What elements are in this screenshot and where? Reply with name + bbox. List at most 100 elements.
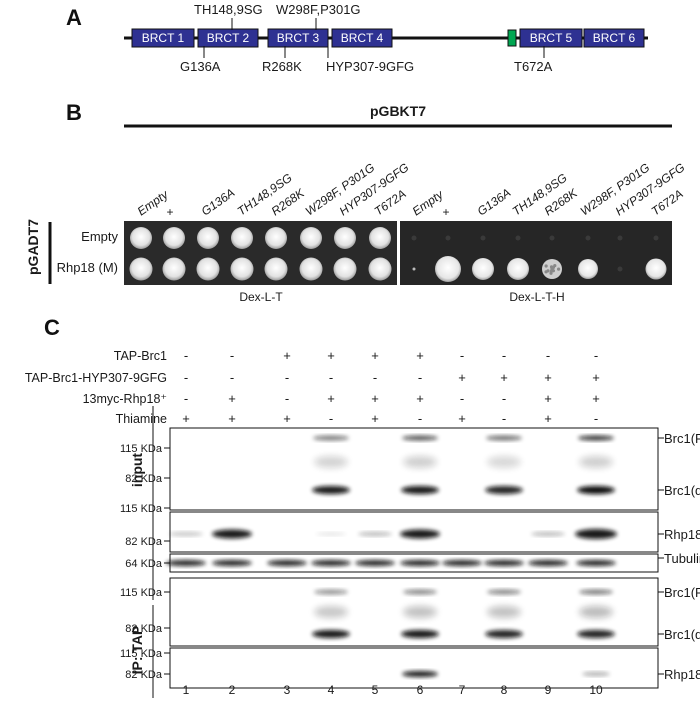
yeast-spot	[507, 258, 529, 280]
condition-value: -	[460, 348, 464, 363]
mutation-label: TH148,9SG	[194, 2, 263, 17]
yeast-spot	[472, 258, 494, 280]
condition-value: +	[458, 411, 466, 426]
yeast-spot	[334, 227, 356, 249]
marker-82-ip: 82 KDa	[125, 623, 163, 635]
band-label-brc1-deg: Brc1(deg)	[664, 483, 700, 498]
blot-band	[402, 435, 438, 441]
condition-value: -	[418, 370, 422, 385]
colony-speckle	[544, 264, 548, 268]
condition-value: -	[329, 411, 333, 426]
brct-domain	[197, 28, 259, 48]
blot-band	[575, 529, 617, 539]
condition-value: -	[502, 411, 506, 426]
blot-band	[442, 560, 482, 566]
mutation-label: R268K	[262, 59, 302, 74]
blot-band	[487, 606, 521, 618]
colony-speckle	[546, 269, 550, 273]
yeast-spot	[299, 257, 323, 281]
condition-value: -	[184, 348, 188, 363]
brct-domain	[583, 28, 645, 48]
blot-band	[485, 486, 523, 494]
band-label-rhp18: Rhp18	[664, 527, 700, 542]
yeast-spot	[300, 227, 322, 249]
marker-115-input-bottom: 115 KDa	[120, 503, 163, 515]
panel-label-a: A	[66, 5, 82, 30]
marker-82-ip-rhp18: 82 KDa	[125, 669, 163, 681]
blot-band	[400, 529, 440, 539]
mutation-label: T672A	[514, 59, 553, 74]
yeast-spot-faint	[480, 235, 486, 241]
condition-value: +	[371, 348, 379, 363]
lane-number: 6	[417, 683, 424, 697]
condition-value: -	[230, 348, 234, 363]
column-label: Empty	[410, 187, 447, 219]
brct-domain-label: BRCT 3	[277, 31, 320, 45]
brct-domain-label: BRCT 4	[341, 31, 384, 45]
condition-value: -	[373, 370, 377, 385]
blot-band	[487, 456, 521, 468]
blot-band	[579, 456, 613, 468]
brct-domain-label: BRCT 5	[530, 31, 573, 45]
condition-value: +	[592, 370, 600, 385]
condition-value: +	[283, 348, 291, 363]
blot-band	[577, 486, 615, 494]
marker-115-ip-bottom: 115 KDa	[120, 648, 163, 660]
condition-value: -	[594, 348, 598, 363]
condition-value: +	[283, 411, 291, 426]
column-label: G136A	[475, 186, 514, 219]
lane-number: 8	[501, 683, 508, 697]
condition-label: TAP-Brc1	[114, 349, 167, 363]
medium-left: Dex-L-T	[239, 290, 283, 304]
lane-number: 1	[183, 683, 190, 697]
row-label-rhp18: Rhp18 (M)	[57, 260, 118, 275]
lane-number: 7	[459, 683, 466, 697]
condition-value: -	[502, 348, 506, 363]
mutation-label: W298F,P301G	[276, 2, 361, 17]
blot-band	[312, 486, 350, 494]
yeast-spot	[333, 257, 357, 281]
marker-64-tubulin: 64 KDa	[125, 558, 163, 570]
blot-band	[314, 589, 348, 595]
condition-value: -	[285, 391, 289, 406]
blot-band	[486, 435, 522, 441]
column-label: G136A	[199, 186, 238, 219]
yeast-spot	[645, 258, 667, 280]
condition-value: +	[228, 411, 236, 426]
yeast-spot	[412, 267, 416, 271]
condition-value: -	[502, 391, 506, 406]
condition-value: +	[327, 348, 335, 363]
blot-band	[578, 435, 614, 441]
blot-band	[355, 560, 395, 566]
condition-value: +	[544, 411, 552, 426]
yeast-spot-faint	[411, 235, 417, 241]
blot-band	[312, 630, 350, 638]
blot-band	[358, 532, 392, 536]
marker-115-input-top: 115 KDa	[120, 443, 163, 455]
blot-band	[403, 456, 437, 468]
column-label: +	[442, 205, 449, 219]
yeast-spot	[196, 257, 220, 281]
mutation-label: HYP307-9GFG	[326, 59, 414, 74]
yeast-spot-faint	[445, 235, 451, 241]
yeast-spot-faint	[549, 235, 555, 241]
blot-band	[531, 532, 565, 536]
blot-band	[402, 671, 438, 677]
condition-value: -	[594, 411, 598, 426]
yeast-spot	[130, 227, 152, 249]
band-label-brc1-fl: Brc1(FL)	[664, 431, 700, 446]
condition-value: +	[228, 391, 236, 406]
yeast-spot-faint	[617, 235, 623, 241]
prey-vector-label: pGADT7	[25, 219, 41, 275]
yeast-spot	[197, 227, 219, 249]
section-ip: IP: TAP	[129, 626, 145, 675]
condition-value: -	[184, 370, 188, 385]
blot-band	[314, 606, 348, 618]
blot-band	[401, 630, 439, 638]
panel-label-c: C	[44, 315, 60, 340]
blot-band	[316, 532, 346, 536]
yeast-spot	[230, 257, 254, 281]
condition-value: +	[544, 370, 552, 385]
